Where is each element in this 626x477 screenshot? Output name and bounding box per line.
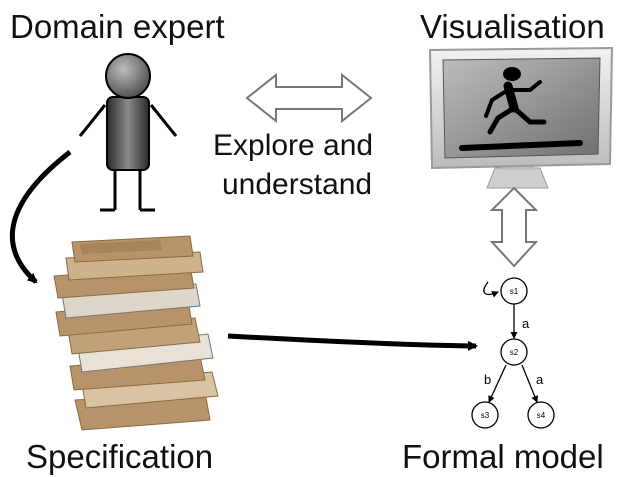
label-formal-model: Formal model <box>402 438 604 475</box>
label-domain-expert: Domain expert <box>10 8 225 45</box>
computer-monitor-icon <box>428 46 614 189</box>
transition-s2-s3 <box>488 364 507 403</box>
state-node <box>500 277 528 305</box>
stick-figure-icon <box>78 53 178 212</box>
state-label-s1: s1 <box>510 287 519 296</box>
label-visualisation: Visualisation <box>420 8 605 45</box>
label-explore-line2: understand <box>222 168 373 201</box>
state-label-s2: s2 <box>510 348 519 357</box>
state-node <box>527 401 555 429</box>
vertical-double-arrow-icon <box>489 186 539 268</box>
running-figure-icon <box>459 67 583 151</box>
transition-label-s2-s4: a <box>536 372 544 387</box>
label-explore-line1: Explore and <box>213 129 374 162</box>
state-machine <box>471 277 555 429</box>
state-label-s4: s4 <box>537 411 546 420</box>
transition-label-s2-s3: b <box>484 372 491 387</box>
double-arrow-icon <box>245 72 373 124</box>
initial-state-arrow <box>483 281 499 298</box>
transition-label-s1-s2: a <box>522 316 530 331</box>
state-node <box>500 338 528 366</box>
transition-s2-s4 <box>521 364 538 403</box>
state-node <box>471 401 499 429</box>
spec-to-model-arrow <box>227 333 478 351</box>
document-stack-icon <box>53 235 219 431</box>
curved-arrow <box>10 150 72 284</box>
label-specification: Specification <box>26 438 214 475</box>
state-label-s3: s3 <box>481 411 490 420</box>
